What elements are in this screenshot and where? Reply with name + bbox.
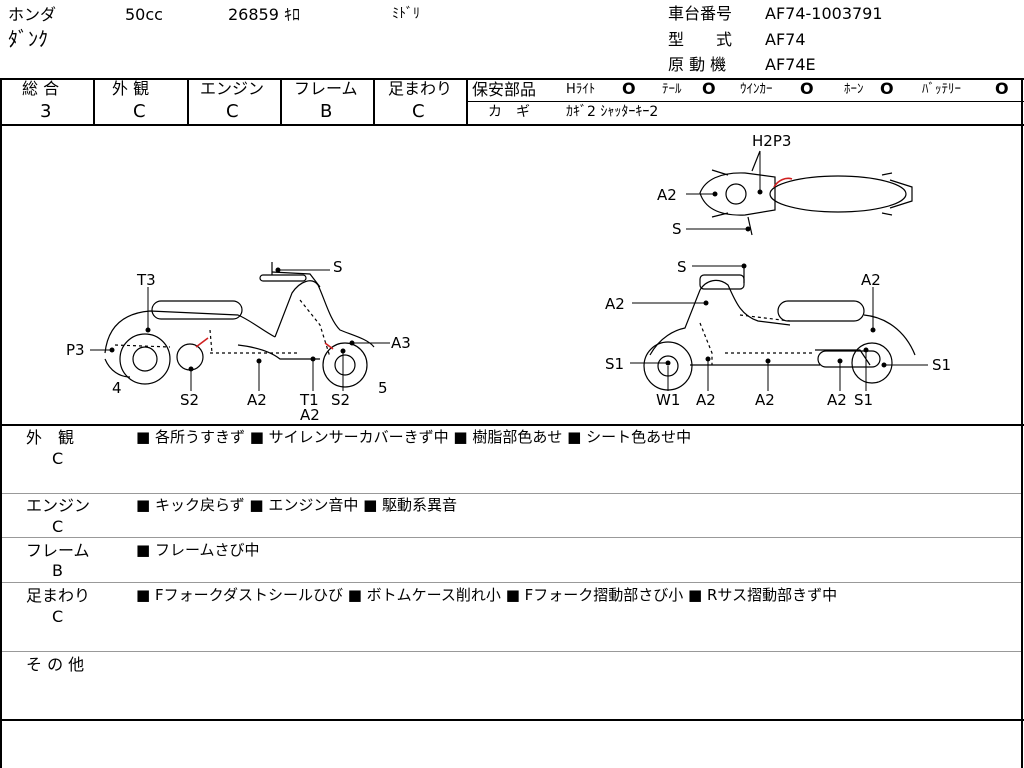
label-a2: A2 [605,295,625,313]
label-t3: T3 [136,271,156,289]
scooter-right-view [643,266,916,391]
remark-grade: C [52,449,64,468]
label-a3: A3 [391,334,411,352]
maker: ホンダ [8,5,57,24]
key-value: ｶｷﾞ2 ｼｬｯﾀｰｷｰ2 [566,104,659,120]
label-w1: W1 [656,391,680,409]
grade-frame: B [320,101,333,122]
scooter-top-view [699,150,913,236]
safety-tail: ﾃｰﾙ [662,82,682,97]
remark-text: ■ 各所うすきず ■ サイレンサーカバーきず中 ■ 樹脂部色あせ ■ シート色あ… [136,428,692,446]
grade-exterior: C [133,101,146,122]
divider [2,582,1021,583]
label-a2: A2 [247,391,267,409]
label-a2: A2 [300,406,320,424]
grade-header-suspension: 足まわり [388,79,453,98]
safety-headlight-mark: O [622,79,636,98]
displacement: 50cc [125,5,163,24]
divider [467,101,1024,102]
divider [93,78,95,125]
label-s: S [672,220,682,238]
divider [2,651,1021,652]
remark-grade: C [52,517,64,536]
safety-tail-mark: O [702,79,716,98]
grade-header-frame: フレーム [294,79,358,98]
grade-overall: 3 [40,101,52,122]
label-a2: A2 [861,271,881,289]
label-s1: S1 [605,355,624,373]
divider [1021,78,1023,768]
grade-header-overall: 総 合 [22,79,60,98]
label-s2: S2 [180,391,199,409]
key-label: カ ギ [488,104,530,120]
label-s: S [333,258,343,276]
divider [0,78,2,768]
label-a2: A2 [696,391,716,409]
engine-value: AF74E [765,55,816,74]
damage-diagram: S T3 P3 A3 4 5 S2 A2 T1 S2 A2 H2P3 A2 S … [66,132,951,424]
remark-text: ■ Fフォークダストシールひび ■ ボトムケース削れ小 ■ Fフォーク摺動部さび… [136,586,838,604]
label-t1: T1 [299,391,319,409]
safety-battery: ﾊﾞｯﾃﾘｰ [922,82,961,97]
grade-header-engine: エンジン [200,79,265,98]
divider [0,124,1024,126]
safety-battery-mark: O [995,79,1009,98]
remark-grade: C [52,607,64,626]
divider [0,78,1024,80]
label-h2p3: H2P3 [752,132,791,150]
mileage: 26859 ｷﾛ [228,5,300,24]
grade-suspension: C [412,101,425,122]
remark-text: ■ フレームさび中 [136,541,260,559]
remark-title: エンジン [26,496,91,515]
frame-no: AF74-1003791 [765,4,883,23]
grade-engine: C [226,101,239,122]
remark-grade: B [52,561,63,580]
leader-lines [90,151,928,391]
divider [466,78,468,125]
grade-header-exterior: 外 観 [112,79,150,98]
safety-horn-mark: O [880,79,894,98]
engine-label: 原 動 機 [668,55,727,74]
label-a2: A2 [657,186,677,204]
label-s2: S2 [331,391,350,409]
divider [280,78,282,125]
remark-title: 足まわり [26,586,91,605]
label-s1: S1 [932,356,951,374]
divider [373,78,375,125]
label-s1: S1 [854,391,873,409]
label-4: 4 [112,379,122,397]
frame-no-label: 車台番号 [668,4,733,23]
damage-marks [195,177,793,350]
safety-winker-mark: O [800,79,814,98]
remark-text: ■ キック戻らず ■ エンジン音中 ■ 駆動系異音 [136,496,458,514]
remark-title: 外 観 [26,428,75,447]
divider [187,78,189,125]
label-a2: A2 [755,391,775,409]
safety-label: 保安部品 [472,80,537,99]
divider [2,493,1021,494]
divider [2,537,1021,538]
safety-headlight: Hﾗｲﾄ [566,82,596,97]
divider [0,424,1024,426]
marker-dots [109,189,887,372]
type-label: 型 式 [668,30,733,49]
label-5: 5 [378,379,388,397]
safety-winker: ｳｲﾝｶｰ [740,82,773,97]
type-value: AF74 [765,30,806,49]
color: ﾐﾄﾞﾘ [392,6,420,22]
remark-title: フレーム [26,541,90,560]
remark-title: そ の 他 [26,655,85,674]
divider [0,719,1024,721]
label-s: S [677,258,687,276]
label-p3: P3 [66,341,85,359]
label-a2: A2 [827,391,847,409]
model-name: ﾀﾞﾝｸ [8,27,48,51]
safety-horn: ﾎｰﾝ [844,82,864,97]
diagram-labels: S T3 P3 A3 4 5 S2 A2 T1 S2 A2 H2P3 A2 S … [66,132,951,424]
